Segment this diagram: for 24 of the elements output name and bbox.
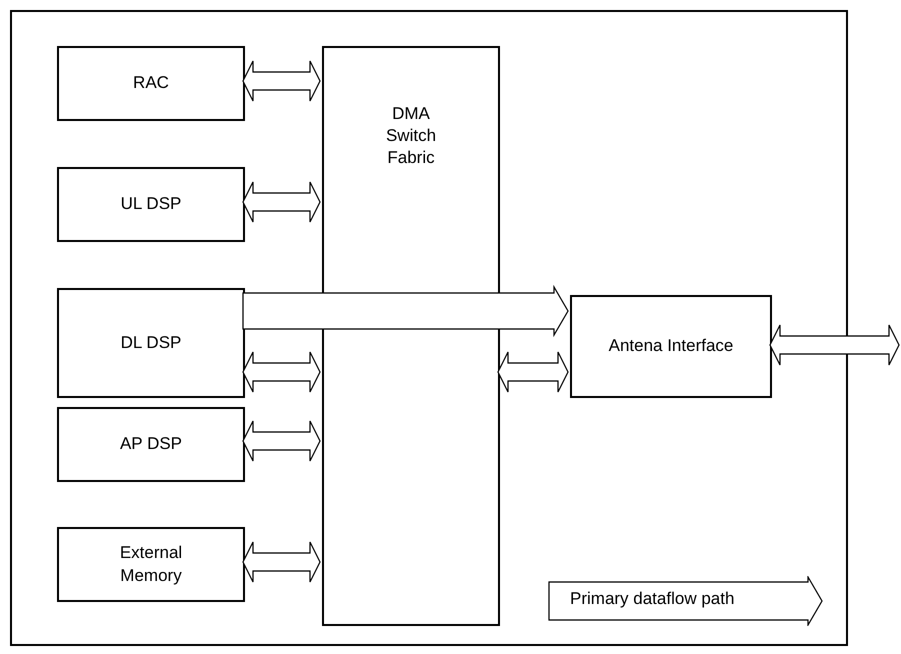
interface-box	[570, 295, 772, 398]
block-box	[57, 527, 245, 602]
double-arrow	[497, 351, 569, 393]
block-box	[57, 288, 245, 398]
legend-label: Primary dataflow path	[570, 589, 734, 609]
block-arrow	[242, 284, 569, 338]
double-arrow	[242, 541, 321, 583]
double-arrow	[242, 60, 321, 102]
node-label: DMA Switch Fabric	[384, 103, 438, 170]
outer-frame	[10, 10, 848, 646]
double-arrow	[769, 324, 900, 366]
node-label: RAC	[133, 72, 169, 94]
double-arrow	[242, 181, 321, 223]
double-arrow	[242, 351, 321, 393]
node-label: External Memory	[118, 542, 184, 586]
block-box	[57, 46, 245, 121]
double-arrow	[242, 420, 321, 462]
node-label: DL DSP	[120, 332, 182, 354]
block-box	[57, 407, 245, 482]
switch-fabric-box	[322, 46, 500, 626]
node-label: AP DSP	[120, 433, 182, 456]
node-label: Antena Interface	[608, 335, 734, 358]
block-box	[57, 167, 245, 242]
node-label: UL DSP	[120, 193, 182, 216]
